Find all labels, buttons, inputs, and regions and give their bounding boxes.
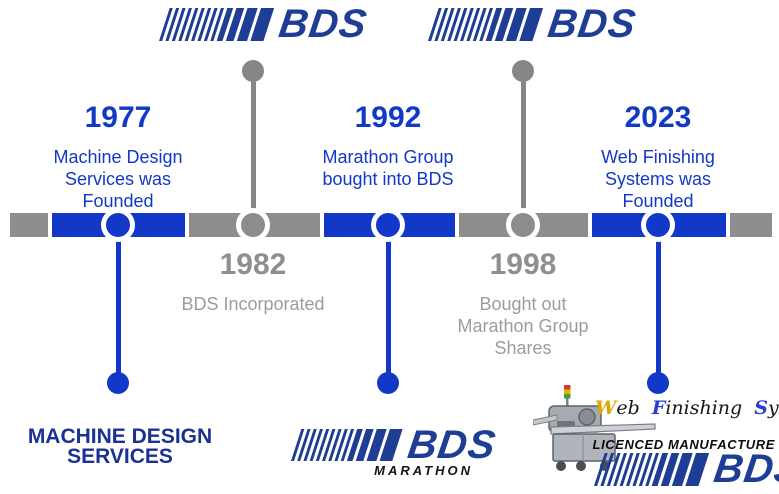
signal-light-red — [564, 385, 571, 390]
connector-2023 — [656, 237, 661, 383]
machine-cabinet — [552, 433, 616, 462]
dot-1982 — [242, 60, 264, 82]
signal-pole — [566, 398, 569, 407]
milestone-description: BDS Incorporated — [181, 294, 325, 314]
year-label: 1992 — [354, 101, 422, 134]
licenced-manufacture-label: LICENCED MANUFACTURE — [592, 437, 775, 452]
bds-stripes-icon — [428, 8, 544, 41]
machine-wheel — [576, 461, 586, 471]
machine-illustration — [533, 385, 656, 471]
connector-1992 — [386, 237, 391, 383]
machine-motor — [578, 408, 596, 426]
bds-wordmark: BDS — [276, 2, 371, 46]
web-finishing-systems-logo: Web Finishing SystemsInc. — [595, 397, 779, 419]
bds-wordmark: BDS — [711, 447, 779, 491]
bds-marathon-logo: BDS — [291, 423, 498, 467]
year-label: 1998 — [489, 248, 557, 281]
bds-wordmark: BDS — [404, 423, 499, 467]
connector-1998 — [521, 71, 526, 213]
connector-1977 — [116, 237, 121, 383]
milestone-1982: 1982 BDS Incorporated — [168, 250, 338, 315]
milestone-description: Bought out Marathon Group Shares — [457, 294, 589, 358]
year-label: 1982 — [219, 248, 287, 281]
milestone-description: Marathon Group bought into BDS — [322, 147, 454, 189]
machine-table — [550, 423, 656, 435]
bds-logo-top-right: BDS — [428, 2, 639, 46]
dot-2023 — [647, 372, 669, 394]
bds-stripes-icon — [291, 429, 403, 461]
signal-light-yellow — [564, 389, 571, 394]
wfs-word-web: Web — [595, 397, 640, 419]
machine-design-services-label: MACHINE DESIGN SERVICES — [27, 425, 213, 468]
bds-logo-top-left: BDS — [159, 2, 370, 46]
bds-logo-bottom-right: BDS — [594, 447, 779, 491]
signal-light-green — [564, 394, 571, 399]
milestone-1992: 1992 Marathon Group bought into BDS — [303, 103, 473, 190]
wfs-word-finishing: Finishing — [651, 397, 743, 419]
marker-1998 — [506, 208, 540, 242]
dot-1977 — [107, 372, 129, 394]
timeline-segment — [730, 213, 772, 237]
marathon-label: MARATHON — [374, 463, 473, 478]
wfs-word-systems: Systems — [754, 397, 779, 419]
milestone-1977: 1977 Machine Design Services was Founded — [33, 103, 203, 212]
year-label: 2023 — [624, 101, 692, 134]
milestone-1998: 1998 Bought out Marathon Group Shares — [438, 250, 608, 359]
marker-1977 — [101, 208, 135, 242]
bds-stripes-icon — [159, 8, 275, 41]
timeline-segment — [10, 213, 48, 237]
machine-tray — [533, 414, 558, 426]
machine-wheel — [556, 461, 566, 471]
milestone-2023: 2023 Web Finishing Systems was Founded — [573, 103, 743, 212]
milestone-description: Machine Design Services was Founded — [53, 147, 183, 211]
dot-1992 — [377, 372, 399, 394]
bds-stripes-icon — [594, 453, 710, 486]
year-label: 1977 — [84, 101, 152, 134]
marker-2023 — [641, 208, 675, 242]
bds-wordmark: BDS — [545, 2, 640, 46]
marker-1992 — [371, 208, 405, 242]
dot-1998 — [512, 60, 534, 82]
connector-1982 — [251, 71, 256, 213]
marker-1982 — [236, 208, 270, 242]
milestone-description: Web Finishing Systems was Founded — [601, 147, 715, 211]
